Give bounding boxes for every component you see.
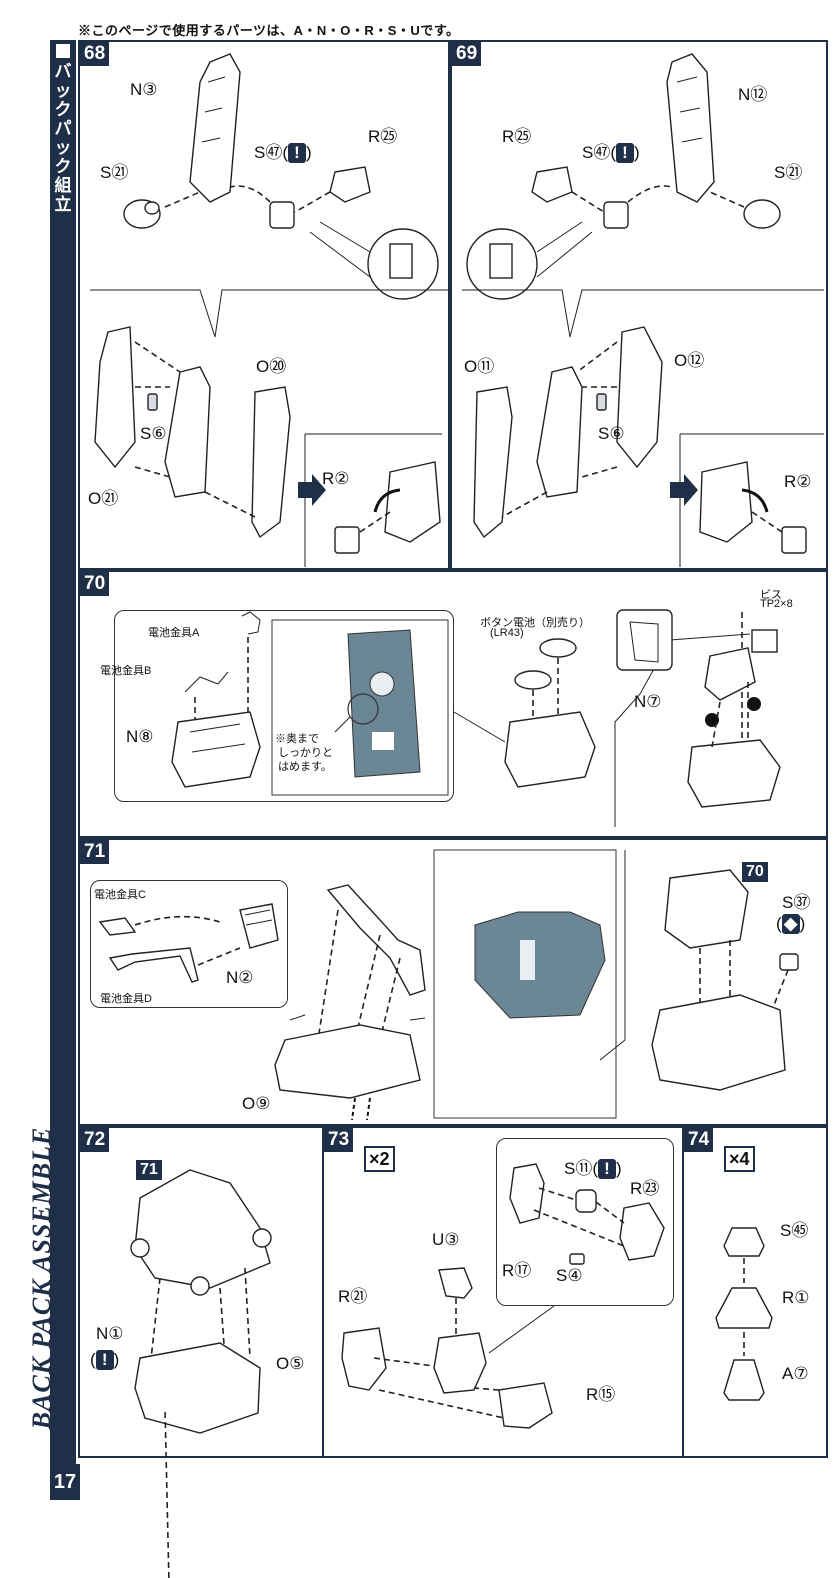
label-s47: S㊼(!) bbox=[254, 143, 312, 163]
sidebar-title-jp: バックパック組立 bbox=[54, 62, 72, 214]
label-n2: N② bbox=[226, 968, 254, 987]
label-battery-contact-b: 電池金具B bbox=[100, 665, 152, 677]
step-68-panel: 68 N③ S㉑ S㊼(!) R㉕ S⑥ O bbox=[78, 40, 452, 570]
note-line-1: ※奥まで bbox=[275, 733, 319, 745]
step-ref-70: 70 bbox=[742, 862, 768, 882]
label-n7: N⑦ bbox=[634, 692, 662, 711]
step-number: 71 bbox=[80, 840, 110, 864]
step-ref-71: 71 bbox=[136, 1160, 162, 1180]
label-s21: S㉑ bbox=[774, 163, 803, 182]
label-s6: S⑥ bbox=[140, 424, 167, 443]
label-screw-size: TP2×8 bbox=[760, 598, 793, 610]
step-71-panel: 71 電池金具C 電池金具D N② O⑨ 70 S㊲ (◆) bbox=[78, 838, 828, 1126]
step-number: 68 bbox=[80, 42, 110, 66]
label-n1-caution: (!) bbox=[90, 1350, 120, 1370]
exclamation-icon: ! bbox=[598, 1159, 616, 1179]
sidebar-strip bbox=[50, 40, 76, 1500]
label-s21: S㉑ bbox=[100, 163, 129, 182]
step-74-illustration bbox=[715, 1227, 773, 1401]
label-s37: S㊲ bbox=[782, 893, 811, 912]
label-n8: N⑧ bbox=[126, 727, 154, 746]
label-o11: O⑪ bbox=[464, 357, 495, 376]
exclamation-icon: ! bbox=[95, 1350, 114, 1370]
label-u3: U③ bbox=[432, 1230, 460, 1249]
label-s37-symbol: (◆) bbox=[776, 914, 806, 934]
label-lr43: (LR43) bbox=[490, 627, 524, 639]
label-s6: S⑥ bbox=[598, 424, 625, 443]
step-72-illustration bbox=[130, 1169, 272, 1578]
page-number: 17 bbox=[50, 1464, 80, 1500]
label-r2: R② bbox=[322, 469, 350, 488]
label-o12: O⑫ bbox=[674, 351, 705, 370]
label-r17: R⑰ bbox=[502, 1261, 532, 1280]
arrow-right-icon bbox=[670, 474, 698, 506]
step-70-panel: 70 電池金具A 電池金具B N⑧ ※奥まで しっかりと はめます。 bbox=[78, 570, 828, 838]
battery-contact-inset bbox=[90, 880, 288, 1008]
exclamation-icon: ! bbox=[288, 143, 306, 163]
label-o9: O⑨ bbox=[242, 1094, 271, 1113]
step-73-panel: 73 ×2 S⑪(!) R㉓ R⑰ S④ U③ R㉑ R⑮ bbox=[322, 1126, 684, 1458]
step-71-illustration bbox=[98, 849, 799, 1121]
label-r2: R② bbox=[784, 472, 812, 491]
label-battery-contact-d: 電池金具D bbox=[100, 993, 152, 1005]
label-battery-contact-a: 電池金具A bbox=[148, 627, 200, 639]
step-number: 70 bbox=[80, 572, 110, 596]
step-68-illustration bbox=[90, 53, 452, 567]
step-number: 69 bbox=[452, 42, 482, 66]
step-number: 74 bbox=[684, 1128, 714, 1152]
step-number: 72 bbox=[80, 1128, 110, 1152]
label-o21: O㉑ bbox=[88, 489, 119, 508]
multiplier-badge: ×2 bbox=[364, 1146, 395, 1172]
page-note: ※このページで使用するパーツは、A・N・O・R・S・Uです。 bbox=[78, 23, 460, 38]
step-69-illustration bbox=[462, 53, 824, 567]
step-70-illustration bbox=[171, 609, 781, 827]
label-r1: R① bbox=[782, 1288, 810, 1307]
label-o20: O⑳ bbox=[256, 357, 287, 376]
label-s4: S④ bbox=[556, 1266, 583, 1285]
label-r25: R㉕ bbox=[368, 127, 398, 146]
label-s45: S㊺ bbox=[780, 1221, 809, 1240]
multiplier-badge: ×4 bbox=[724, 1146, 755, 1172]
label-screw: ビス bbox=[760, 589, 782, 601]
step-69-panel: 69 N⑫ R㉕ S㊼(!) S㉑ O⑪ O⑫ S⑥ R② bbox=[450, 40, 828, 570]
label-n1: N① bbox=[96, 1324, 124, 1343]
note-line-2: しっかりと bbox=[278, 747, 333, 759]
exclamation-icon: ! bbox=[616, 143, 634, 163]
note-line-3: はめます。 bbox=[278, 761, 332, 773]
label-r25: R㉕ bbox=[502, 127, 532, 146]
label-r15: R⑮ bbox=[586, 1385, 616, 1404]
label-n12: N⑫ bbox=[738, 85, 768, 104]
label-r21: R㉑ bbox=[338, 1287, 368, 1306]
step-74-panel: 74 ×4 S㊺ R① A⑦ bbox=[682, 1126, 828, 1458]
step-72-panel: 72 71 N① (!) O⑤ bbox=[78, 1126, 324, 1578]
swap-arrows-icon: ◆ bbox=[781, 914, 800, 934]
label-n3: N③ bbox=[130, 80, 158, 99]
label-s11: S⑪(!) bbox=[564, 1159, 622, 1179]
step-73-illustration bbox=[341, 1163, 665, 1429]
label-r23: R㉓ bbox=[630, 1179, 660, 1198]
arrow-right-icon bbox=[298, 474, 326, 506]
label-button-battery: ボタン電池（別売り） bbox=[480, 617, 590, 629]
label-a7: A⑦ bbox=[782, 1364, 809, 1383]
step-number: 73 bbox=[324, 1128, 354, 1152]
label-o5: O⑤ bbox=[276, 1354, 305, 1373]
label-battery-contact-c: 電池金具C bbox=[94, 889, 146, 901]
square-bullet-icon bbox=[56, 44, 70, 58]
label-s47: S㊼(!) bbox=[582, 143, 640, 163]
